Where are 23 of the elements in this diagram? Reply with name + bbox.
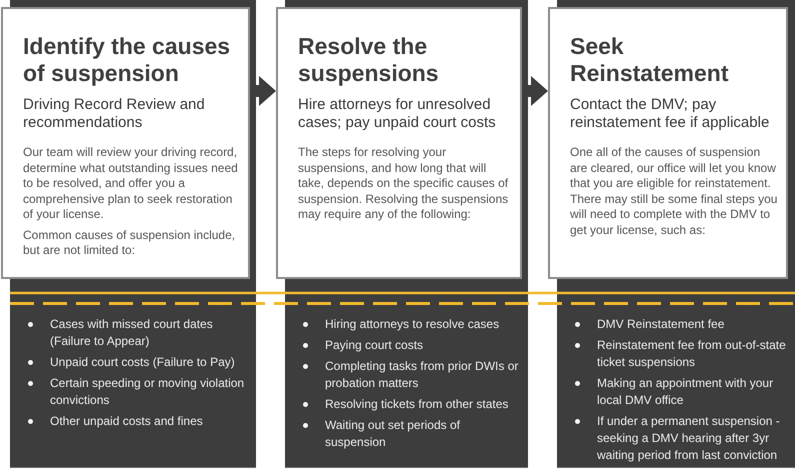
list-item-text: Waiting out set periods of suspension: [325, 417, 461, 451]
list-item-text: Reinstatement fee from out-of-state ticket suspensions: [597, 337, 787, 371]
list-item-text: Hiring attorneys to resolve cases: [325, 316, 500, 333]
step-title: Seek Reinstatement: [570, 33, 730, 87]
description-text: The steps for resolving your suspensions, and how long that will take, depends on the specific causes of suspension. Resolving the suspensions may require any of the following:: [298, 145, 510, 222]
list-item-text: Cases with missed court dates (Failure to Appear): [50, 316, 214, 350]
list-item-text: Certain speeding or moving violation convictions: [50, 375, 246, 409]
description-text: Common causes of suspension include, but are not limited to:: [23, 228, 236, 258]
list-item-text: Making an appointment with your local DMV office: [597, 375, 774, 409]
list-item-text: DMV Reinstatement fee: [597, 316, 724, 333]
list-item-text: Paying court costs: [325, 337, 424, 354]
list-item-text: Other unpaid costs and fines: [50, 413, 203, 430]
list-item-text: Unpaid court costs (Failure to Pay): [50, 354, 235, 371]
step-subtitle: Hire attorneys for unresolved cases; pay unpaid court costs: [298, 96, 497, 132]
description-text: One all of the causes of suspension are cleared, our office will let you know that you are eligible for reinstatement. There may still be some final steps you will need to complete with the DMV to get your license, such as:: [570, 145, 778, 238]
list-item-text: Completing tasks from prior DWIs or probation matters: [325, 358, 520, 392]
list-item-text: If under a permanent suspension - seeking a DMV hearing after 3yr waiting period from last conviction: [597, 413, 781, 464]
step-subtitle: Driving Record Review and recommendations: [23, 96, 206, 132]
step-title: Identify the causes of suspension: [23, 33, 232, 87]
step-subtitle: Contact the DMV; pay reinstatement fee if applicable: [570, 96, 770, 132]
description-text: Our team will review your driving record, determine what outstanding issues need to be resolved, and offer you a comprehensive plan to seek restoration of your license.: [23, 145, 239, 222]
list-item-text: Resolving tickets from other states: [325, 396, 508, 413]
step-title: Resolve the suspensions: [298, 33, 440, 87]
